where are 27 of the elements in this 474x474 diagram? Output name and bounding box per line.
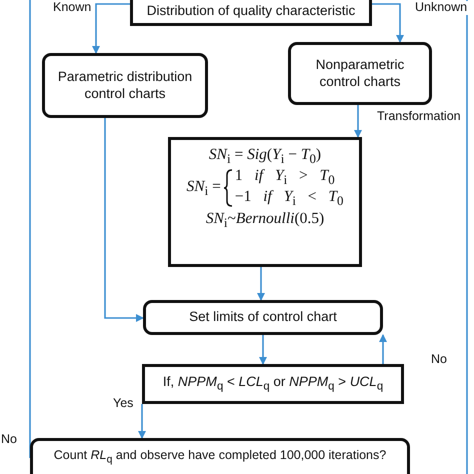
formula-text: SN$_{i}$ = — [186, 176, 221, 200]
node-text: Nonparametric control charts — [314, 56, 406, 90]
arrow — [354, 105, 362, 138]
arrow — [104, 118, 144, 322]
node-text: Parametric distribution control charts — [56, 68, 194, 102]
formula-text: SN$_{i}$~Bernoulli(0.5) — [206, 208, 324, 231]
arrow — [92, 3, 130, 54]
formula-text: SN$_{i}$ = Sig(Y$_{i}$ − T$_{0}$) — [208, 145, 322, 168]
node-text: Distribution of quality characteristic — [146, 2, 356, 20]
process-box — [143, 300, 383, 335]
process-box — [42, 53, 208, 118]
arrow — [379, 334, 387, 364]
formula-text: 1 if Y$_{i}$ > T$_{0}$ — [234, 167, 335, 188]
process-box — [130, 0, 372, 26]
arrow — [257, 267, 265, 301]
process-box — [142, 364, 404, 404]
formula-box — [168, 137, 362, 267]
edge-label: Unknown — [414, 1, 468, 15]
node-text: If, NPPM$_{q}$ < LCL$_{q}$ or NPPM$_{q}$ > UCL$_{q}$ — [162, 374, 384, 394]
node-text: Count RL$_{q}$ and observe have completed 100,000 iterations? — [54, 448, 386, 466]
arrow — [259, 335, 267, 365]
process-box — [30, 438, 410, 474]
node-text: Set limits of control chart — [189, 309, 337, 326]
arrow — [372, 3, 404, 43]
arrow — [138, 404, 146, 439]
formula-text: −1 if Y$_{i}$ < T$_{0}$ — [234, 188, 344, 209]
process-box — [288, 42, 432, 105]
